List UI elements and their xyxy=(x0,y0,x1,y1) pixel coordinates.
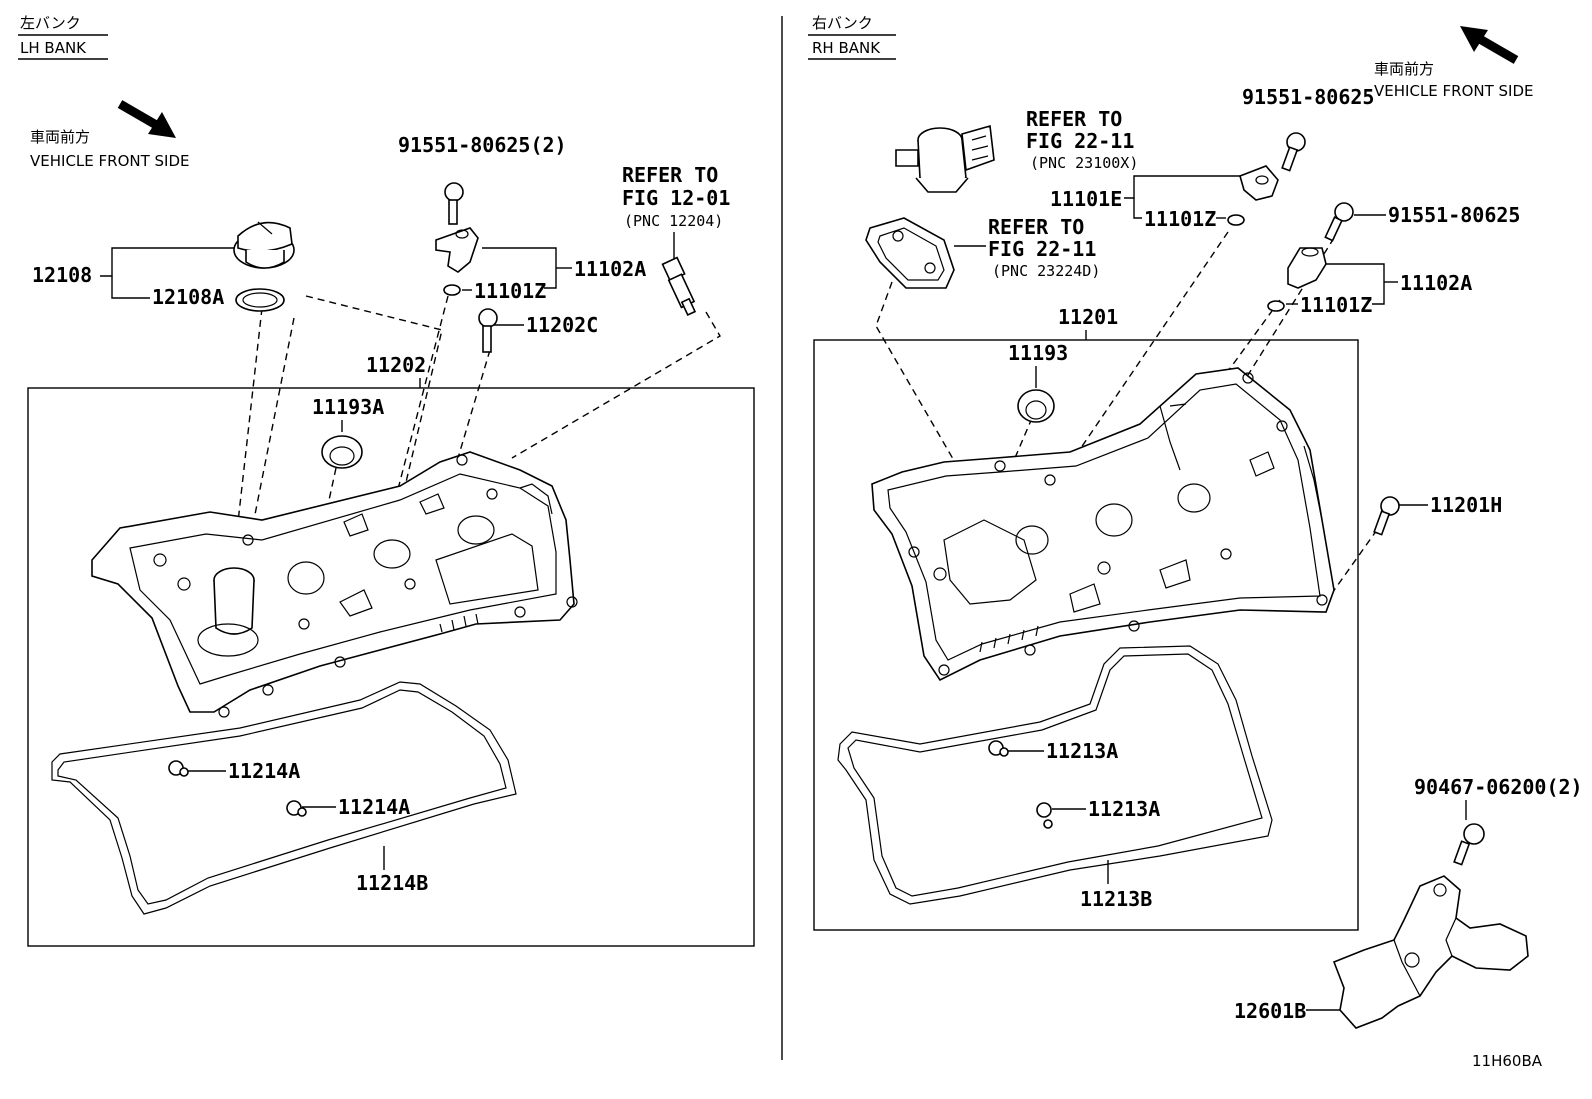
rh-oring-icon-2 xyxy=(1267,300,1285,312)
lh-label-fig: FIG 12-01 xyxy=(622,186,730,210)
rh-front-jp: 車両前方 xyxy=(1374,60,1434,78)
lh-head-cover-icon xyxy=(91,451,578,718)
rh-label-fig-1: FIG 22-11 xyxy=(1026,129,1134,153)
pcv-valve-icon xyxy=(661,256,697,317)
lh-label-11214A-1: 11214A xyxy=(228,759,300,783)
lh-washer-icon-2 xyxy=(286,800,307,817)
rh-label-11213B: 11213B xyxy=(1080,887,1152,911)
lh-assembly-frame xyxy=(27,387,755,947)
lh-front-arrow-icon xyxy=(117,100,176,138)
rh-label-91551-top: 91551-80625 xyxy=(1242,85,1374,109)
rh-cam-sensor-icon-2 xyxy=(1287,247,1327,289)
rh-label-refer-2: REFER TO xyxy=(988,215,1084,239)
rh-bracket-bolt-icon xyxy=(1453,823,1485,866)
rh-label-pnc-1: (PNC 23100X) xyxy=(1030,154,1138,172)
lh-label-12108: 12108 xyxy=(32,263,92,287)
lh-bolt-icon xyxy=(444,182,464,225)
lh-front-en: VEHICLE FRONT SIDE xyxy=(30,152,190,170)
rh-bolt-icon-top xyxy=(1281,132,1306,172)
rh-front-arrow-icon xyxy=(1460,26,1519,64)
rh-label-refer-1: REFER TO xyxy=(1026,107,1122,131)
lh-washer-icon-1 xyxy=(168,760,189,777)
rh-head-cover-icon xyxy=(871,367,1335,682)
rh-pump-gasket-icon xyxy=(865,217,955,289)
rh-label-11102A: 11102A xyxy=(1400,271,1472,295)
lh-label-11102A: 11102A xyxy=(574,257,646,281)
rh-cover-bolt-icon xyxy=(1373,496,1400,536)
lh-label-11202: 11202 xyxy=(366,353,426,377)
figure-code: 11H60BA xyxy=(1472,1052,1543,1070)
rh-cover-gasket-icon xyxy=(837,645,1273,905)
lh-front-jp: 車両前方 xyxy=(30,128,90,146)
rh-label-11101Z-1: 11101Z xyxy=(1144,207,1216,231)
lh-bank-en: LH BANK xyxy=(20,39,87,57)
rh-label-90467: 90467-06200(2) xyxy=(1414,775,1583,799)
lh-label-11202C: 11202C xyxy=(526,313,598,337)
rh-label-91551-mid: 91551-80625 xyxy=(1388,203,1520,227)
rh-label-11213A-2: 11213A xyxy=(1088,797,1160,821)
rh-label-11101Z-2: 11101Z xyxy=(1300,293,1372,317)
rh-label-fig-2: FIG 22-11 xyxy=(988,237,1096,261)
rh-plug-seal-icon xyxy=(1017,389,1055,423)
rh-label-11193: 11193 xyxy=(1008,341,1068,365)
rh-bank-section: 右バンク RH BANK 車両前方 VEHICLE FRONT SIDE REF… xyxy=(808,14,1583,1070)
lh-label-11193A: 11193A xyxy=(312,395,384,419)
rh-bank-en: RH BANK xyxy=(812,39,881,57)
lh-plug-seal-icon xyxy=(321,435,363,469)
lh-label-refer: REFER TO xyxy=(622,163,718,187)
lh-bank-section: 左バンク LH BANK 車両前方 VEHICLE FRONT SIDE 915… xyxy=(18,14,755,947)
rh-washer-icon-1 xyxy=(988,740,1009,757)
rh-washer-icon-2 xyxy=(1036,802,1053,829)
lh-oring-icon xyxy=(443,284,461,296)
lh-stud-bolt-icon xyxy=(478,308,498,353)
rh-oring-icon-1 xyxy=(1227,214,1245,226)
rh-label-11201H: 11201H xyxy=(1430,493,1502,517)
lh-label-11101Z: 11101Z xyxy=(474,279,546,303)
rh-fuel-pump-icon xyxy=(895,124,995,193)
lh-label-91551: 91551-80625(2) xyxy=(398,133,567,157)
lh-label-11214A-2: 11214A xyxy=(338,795,410,819)
rh-label-pnc-2: (PNC 23224D) xyxy=(992,262,1100,280)
engine-hanger-icon xyxy=(1332,875,1529,1029)
rh-label-11201: 11201 xyxy=(1058,305,1118,329)
rh-bank-jp: 右バンク xyxy=(812,14,873,32)
lh-label-pnc: (PNC 12204) xyxy=(624,212,723,230)
oil-filler-cap-icon xyxy=(233,221,295,269)
lh-bank-jp: 左バンク xyxy=(20,14,81,32)
rh-cam-sensor-icon-1 xyxy=(1239,165,1279,201)
lh-cover-gasket-icon xyxy=(51,681,517,915)
rh-front-en: VEHICLE FRONT SIDE xyxy=(1374,82,1534,100)
lh-label-12108A: 12108A xyxy=(152,285,224,309)
lh-label-11214B: 11214B xyxy=(356,871,428,895)
rh-label-11101E: 11101E xyxy=(1050,187,1122,211)
rh-bolt-icon-mid xyxy=(1324,202,1354,242)
rh-label-12601B: 12601B xyxy=(1234,999,1306,1023)
lh-cam-sensor-icon xyxy=(435,227,479,273)
rh-label-11213A-1: 11213A xyxy=(1046,739,1118,763)
